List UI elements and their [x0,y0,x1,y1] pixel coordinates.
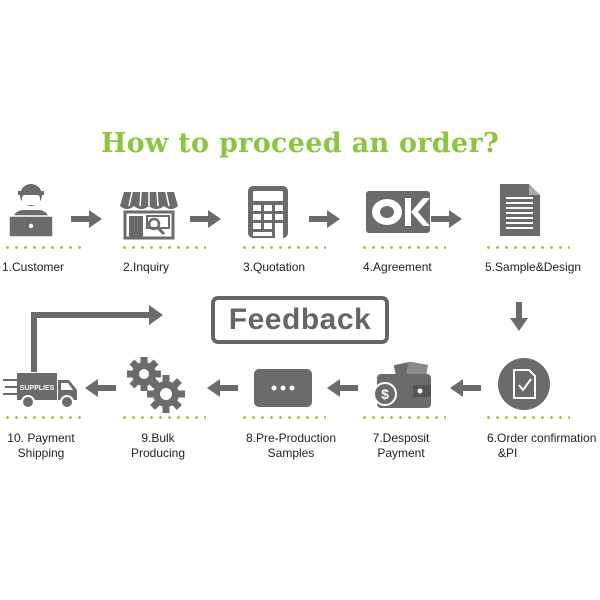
chat-bubble-icon [254,369,312,407]
step-label-bulk-producing: 9.Bulk Producing [130,431,186,460]
document-icon [500,184,540,236]
arrow-left-icon [450,379,481,397]
divider [360,246,446,249]
checkmark-document-icon [498,358,550,410]
delivery-truck-icon: SUPPLIES [3,373,77,409]
calculator-icon [248,186,288,238]
feedback-box: Feedback [211,296,389,344]
step-label-pre-production-samples: 8.Pre-Production Samples [245,431,337,460]
feedback-connector-arrow [31,305,163,372]
divider [484,416,570,419]
step-label-quotation: 3.Quotation [243,260,306,274]
wallet-icon: $ [373,362,431,408]
storefront-icon [120,191,178,240]
page-title: How to proceed an order? [100,128,500,159]
arrow-left-icon [85,379,116,397]
truck-label: SUPPLIES [20,385,55,392]
step-label-customer: 1.Customer [2,260,65,274]
arrow-down-icon [510,302,528,331]
step-label-sample-design: 5.Sample&Design [485,260,582,274]
step-label-agreement: 4.Agreement [363,260,432,274]
step-label-order-confirmation: 6.Order confirmation &PI [487,431,597,460]
arrow-right-icon [309,210,340,228]
customer-laptop-icon [8,184,54,238]
divider [3,416,83,419]
arrow-right-icon [190,210,221,228]
divider [240,246,326,249]
divider [360,416,446,419]
divider [120,416,206,419]
arrow-right-icon [71,210,102,228]
arrow-right-icon [431,210,462,228]
step-label-inquiry: 2.Inquiry [123,260,170,274]
divider [120,246,206,249]
arrow-left-icon [207,379,238,397]
step-label-payment-shipping: 10. Payment Shipping [7,431,75,460]
svg-text:$: $ [381,386,389,402]
gears-icon [127,357,185,413]
arrow-left-icon [327,379,358,397]
divider [3,246,83,249]
divider [240,416,326,419]
step-label-deposit-payment: 7.Desposit Payment [372,431,430,460]
divider [484,246,570,249]
ok-icon [366,191,430,233]
